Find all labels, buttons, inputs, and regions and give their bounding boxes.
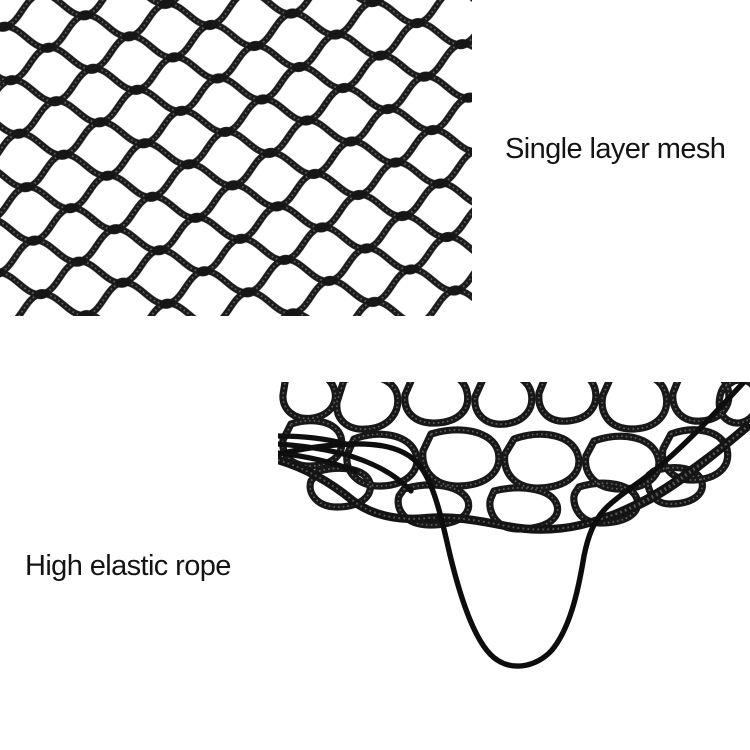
elastic-rope-loop [278,382,746,669]
mesh-label: Single layer mesh [505,133,726,165]
single-layer-mesh-photo [0,0,472,316]
mesh-net-texture [0,0,472,316]
elastic-rope-photo [278,382,750,669]
rope-label: High elastic rope [25,550,231,582]
